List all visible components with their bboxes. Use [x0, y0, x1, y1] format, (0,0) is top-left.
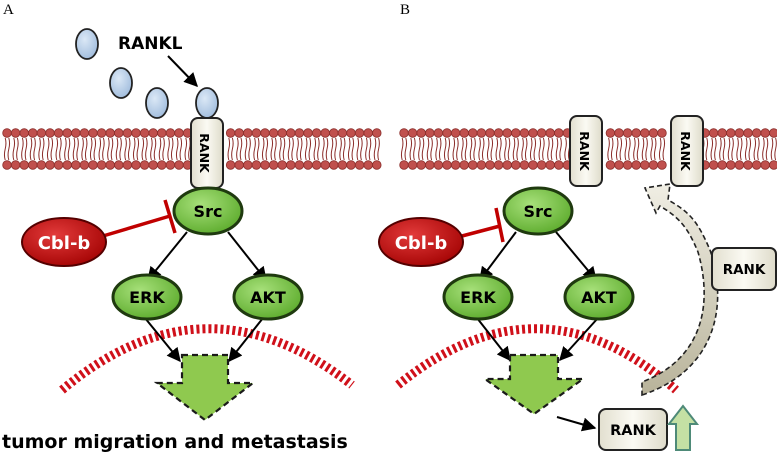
arrow-erk-nucleus-a [144, 317, 181, 363]
src-node-b [502, 186, 574, 236]
cblb-label-b: Cbl-b [395, 233, 448, 254]
rankl-binding-arrow [167, 55, 198, 88]
src-label-a: Src [194, 202, 223, 221]
rank-expression-label: RANK [610, 423, 657, 439]
akt-node-b [563, 273, 635, 321]
nuclear-envelope-a [59, 324, 355, 394]
cblb-inhibition-line-b [461, 224, 501, 238]
akt-label-a: AKT [250, 288, 286, 307]
rank-receptor-b1-label: RANK [577, 131, 592, 172]
rank-receptor-a-label: RANK [197, 133, 212, 174]
arrow-akt-nucleus-a [228, 317, 264, 363]
rank-receptor-b1 [569, 115, 603, 187]
rankl-ligand-3 [145, 87, 169, 119]
cblb-inhibition-bar-b [494, 207, 505, 243]
erk-label-b: ERK [460, 288, 496, 307]
arrow-src-akt-b [555, 231, 597, 282]
cblb-node-b [378, 217, 464, 267]
cblb-inhibition-line-a [102, 214, 171, 238]
src-node-a [172, 186, 244, 236]
arrow-akt-nucleus-b [559, 317, 599, 362]
arrow-erk-nucleus-b [476, 317, 511, 362]
rank-receptor-b2-label: RANK [678, 131, 693, 172]
cell-membrane-b [399, 128, 777, 170]
transcription-arrow-a [153, 353, 257, 422]
rank-expression-box [598, 408, 668, 451]
akt-label-b: AKT [581, 288, 617, 307]
caption-text: tumor migration and metastasis [2, 431, 348, 453]
rankl-ligand-1 [75, 28, 99, 60]
arrow-src-erk-a [147, 231, 188, 282]
arrow-src-erk-b [479, 231, 517, 282]
erk-label-a: ERK [129, 288, 165, 307]
erk-node-a [111, 273, 183, 321]
arrow-src-akt-a [227, 231, 267, 282]
rank-trafficking-arrow [641, 183, 719, 397]
rankl-ligand-bound [195, 87, 219, 119]
erk-node-b [442, 273, 514, 321]
up-regulation-arrow-icon [666, 404, 700, 451]
panel-a-label: A [3, 2, 14, 18]
panel-b-label: B [400, 2, 410, 18]
cblb-label-a: Cbl-b [38, 233, 91, 254]
rank-receptor-b2 [670, 115, 704, 187]
rank-trafficking-label: RANK [723, 262, 766, 278]
cell-membrane-a [2, 128, 382, 170]
cblb-node-a [21, 217, 107, 267]
transcription-arrow-b [481, 353, 587, 416]
akt-node-a [232, 273, 304, 321]
src-label-b: Src [524, 202, 553, 221]
rank-trafficking-box [711, 247, 777, 291]
rankl-ligand-2 [109, 67, 133, 99]
rankl-label: RANKL [118, 34, 183, 54]
arrow-to-rank-expression [556, 416, 597, 432]
cblb-inhibition-bar-a [163, 199, 177, 234]
